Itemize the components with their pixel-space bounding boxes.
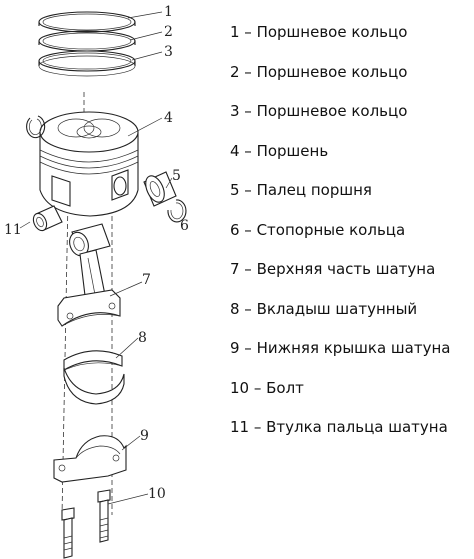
- legend-item-4: 4 – Поршень: [230, 141, 329, 160]
- legend-item-2: 2 – Поршневое кольцо: [230, 62, 408, 81]
- piston: [39, 111, 139, 217]
- callout-3: 3: [164, 44, 173, 60]
- callout-6: 6: [180, 218, 189, 234]
- exploded-view-drawing: 1 2 3 4 5 6 7 8 9 10 11: [4, 4, 189, 559]
- legend-item-10: 10 – Болт: [230, 378, 304, 397]
- legend-item-5: 5 – Палец поршня: [230, 181, 372, 199]
- leader-lines: [19, 11, 173, 505]
- callout-11: 11: [4, 222, 22, 238]
- assembly-axis: [61, 92, 113, 516]
- callout-10: 10: [148, 486, 166, 502]
- connecting-rod-upper: [57, 223, 121, 327]
- legend-item-3: 3 – Поршневое кольцо: [230, 102, 408, 120]
- parts-legend: 1 – Поршневое кольцо 2 – Поршневое кольц…: [230, 20, 470, 455]
- piston-pin: [143, 171, 177, 207]
- legend-item-9: 9 – Нижняя крышка шатуна: [230, 339, 451, 357]
- piston-ring-2: [38, 30, 136, 52]
- callout-8: 8: [138, 330, 147, 346]
- retaining-rings: [26, 115, 187, 223]
- callout-9: 9: [140, 428, 149, 444]
- piston-ring-1: [38, 11, 136, 33]
- bolts: [61, 489, 111, 559]
- legend-item-7: 7 – Верхняя часть шатуна: [230, 260, 436, 278]
- callout-7: 7: [142, 272, 151, 288]
- legend-item-8: 8 – Вкладыш шатунный: [230, 299, 418, 318]
- callout-2: 2: [164, 24, 173, 40]
- legend-item-11: 11 – Втулка пальца шатуна: [230, 418, 448, 436]
- legend-item-1: 1 – Поршневое кольцо: [230, 23, 408, 41]
- callout-4: 4: [164, 110, 173, 126]
- callout-5: 5: [172, 168, 181, 184]
- rod-cap: [53, 435, 127, 483]
- callout-1: 1: [164, 4, 173, 20]
- bearing-shells: [63, 350, 125, 405]
- callout-numbers: 1 2 3 4 5 6 7 8 9 10 11: [4, 4, 189, 502]
- piston-ring-3: [38, 50, 136, 77]
- small-end-bushing: [32, 205, 63, 232]
- legend-item-6: 6 – Стопорные кольца: [230, 220, 406, 239]
